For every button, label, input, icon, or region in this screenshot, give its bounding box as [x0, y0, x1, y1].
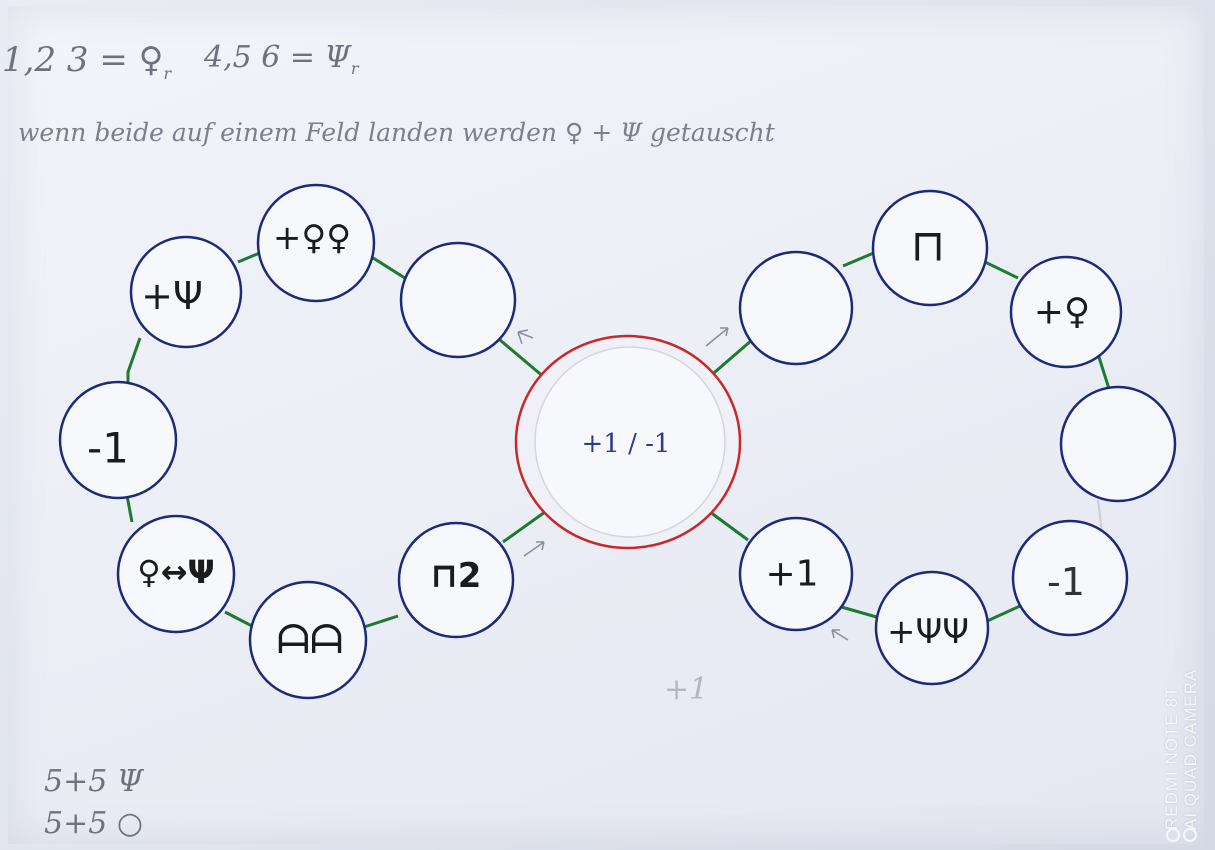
label-right-plus-female: +♀	[1033, 291, 1091, 333]
note-faint-plus-one: +1	[664, 672, 709, 707]
label-center-plus-minus-one: +1 / -1	[581, 429, 671, 459]
field-left-plus-two-female	[256, 183, 376, 303]
label-right-plus-two-psi: +ΨΨ	[886, 612, 970, 652]
center-token	[534, 346, 726, 538]
note-line2-rule: wenn beide auf einem Feld landen werden …	[18, 118, 775, 147]
field-left-empty	[399, 241, 517, 359]
label-left-swap: ♀↔Ψ	[137, 553, 215, 591]
field-right-empty-side	[1059, 385, 1177, 503]
pencil-arrows	[517, 327, 849, 641]
note-bottom-line2: 5+5 ○	[44, 806, 144, 841]
note-line1-left: 1,2 3 = ♀r	[2, 40, 172, 83]
label-right-minus-one: -1	[1047, 560, 1085, 604]
field-left-swap	[116, 514, 236, 634]
right-loop-fields	[738, 189, 1177, 686]
field-right-minus-one	[1011, 519, 1129, 637]
note-bottom-line1: 5+5 Ψ	[44, 764, 144, 799]
label-left-chair-two: ⊓2	[430, 556, 482, 596]
field-left-plus-psi	[129, 235, 243, 349]
left-loop-fields	[58, 183, 517, 700]
field-right-plus-female	[1009, 255, 1123, 369]
label-left-plus-psi: +Ψ	[141, 274, 203, 318]
label-right-plus-one: +1	[765, 553, 819, 595]
label-left-minus-one: -1	[87, 423, 129, 473]
field-right-plus-two-psi	[874, 570, 990, 686]
label-left-plus-two-female: +♀♀	[272, 218, 352, 258]
label-right-chair: ⊓	[910, 220, 946, 272]
field-left-minus-one	[58, 380, 178, 500]
field-left-ears	[248, 580, 368, 700]
note-line1-right: 4,5 6 = Ψr	[204, 40, 359, 78]
label-left-ears: ᗩᗩ	[276, 617, 344, 663]
field-left-chair-two	[397, 521, 515, 639]
field-right-chair	[871, 189, 989, 307]
connector-faint	[1097, 499, 1103, 533]
camera-logo-icon	[1164, 826, 1200, 844]
field-right-empty-top	[738, 250, 854, 366]
field-right-plus-one	[738, 516, 854, 632]
camera-watermark: REDMI NOTE 8T AI QUAD CAMERA	[1162, 668, 1200, 830]
